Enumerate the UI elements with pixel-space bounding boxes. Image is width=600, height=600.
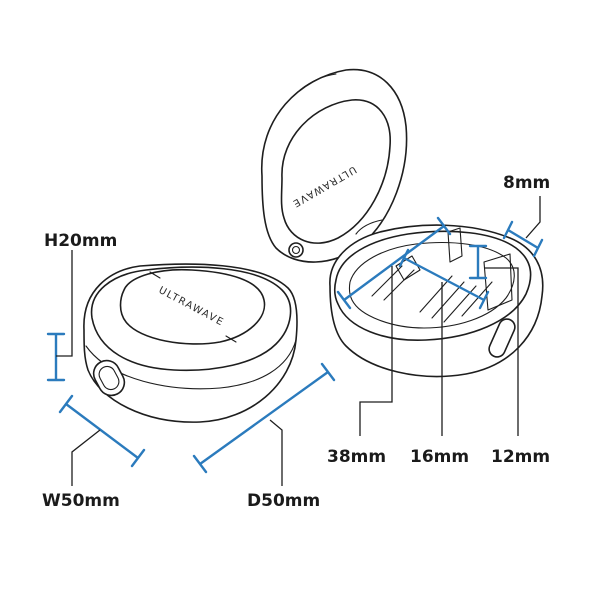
label-inner-depth: 12mm [491, 447, 550, 467]
dim-wall-line [502, 220, 544, 258]
dim-inner-depth-leader [484, 267, 519, 436]
dim-height-line [46, 332, 66, 382]
dimension-lines [46, 196, 544, 486]
open-case-rim [333, 230, 532, 341]
closed-case-lid-plate [119, 268, 266, 345]
tray-ridges [371, 265, 493, 323]
dim-width-leader [71, 429, 101, 486]
dim-wall-leader [525, 196, 541, 239]
open-case-lid-plate [280, 99, 391, 244]
open-case-lid-rim [299, 73, 337, 91]
dim-depth-leader [269, 419, 283, 486]
dim-width-line [58, 394, 146, 468]
dim-tray-length-line [336, 216, 452, 310]
label-height: H20mm [44, 231, 117, 251]
dim-height-leader [56, 250, 73, 357]
label-wall: 8mm [503, 173, 550, 193]
dim-tray-height-line [398, 248, 490, 310]
open-case: ULTRAWAVE [261, 68, 544, 378]
closed-case-plate-groove [149, 271, 237, 343]
open-case-cavity [348, 242, 515, 329]
label-tray-length: 38mm [327, 447, 386, 467]
label-tray-height: 16mm [410, 447, 469, 467]
hinge-icon [288, 242, 304, 258]
dim-inner-depth-line [468, 244, 488, 280]
label-depth: D50mm [247, 491, 320, 511]
open-case-slot [488, 318, 516, 358]
dim-depth-line [192, 362, 336, 474]
closed-case: ULTRAWAVE [83, 263, 298, 423]
hinge-inner [291, 245, 301, 255]
label-width: W50mm [42, 491, 120, 511]
dimension-labels: H20mm W50mm D50mm 38mm 16mm 12mm 8mm [42, 173, 550, 511]
side-button-inner [98, 365, 120, 391]
dim-tray-length-leader [359, 266, 393, 436]
open-case-back-arc [355, 219, 383, 235]
